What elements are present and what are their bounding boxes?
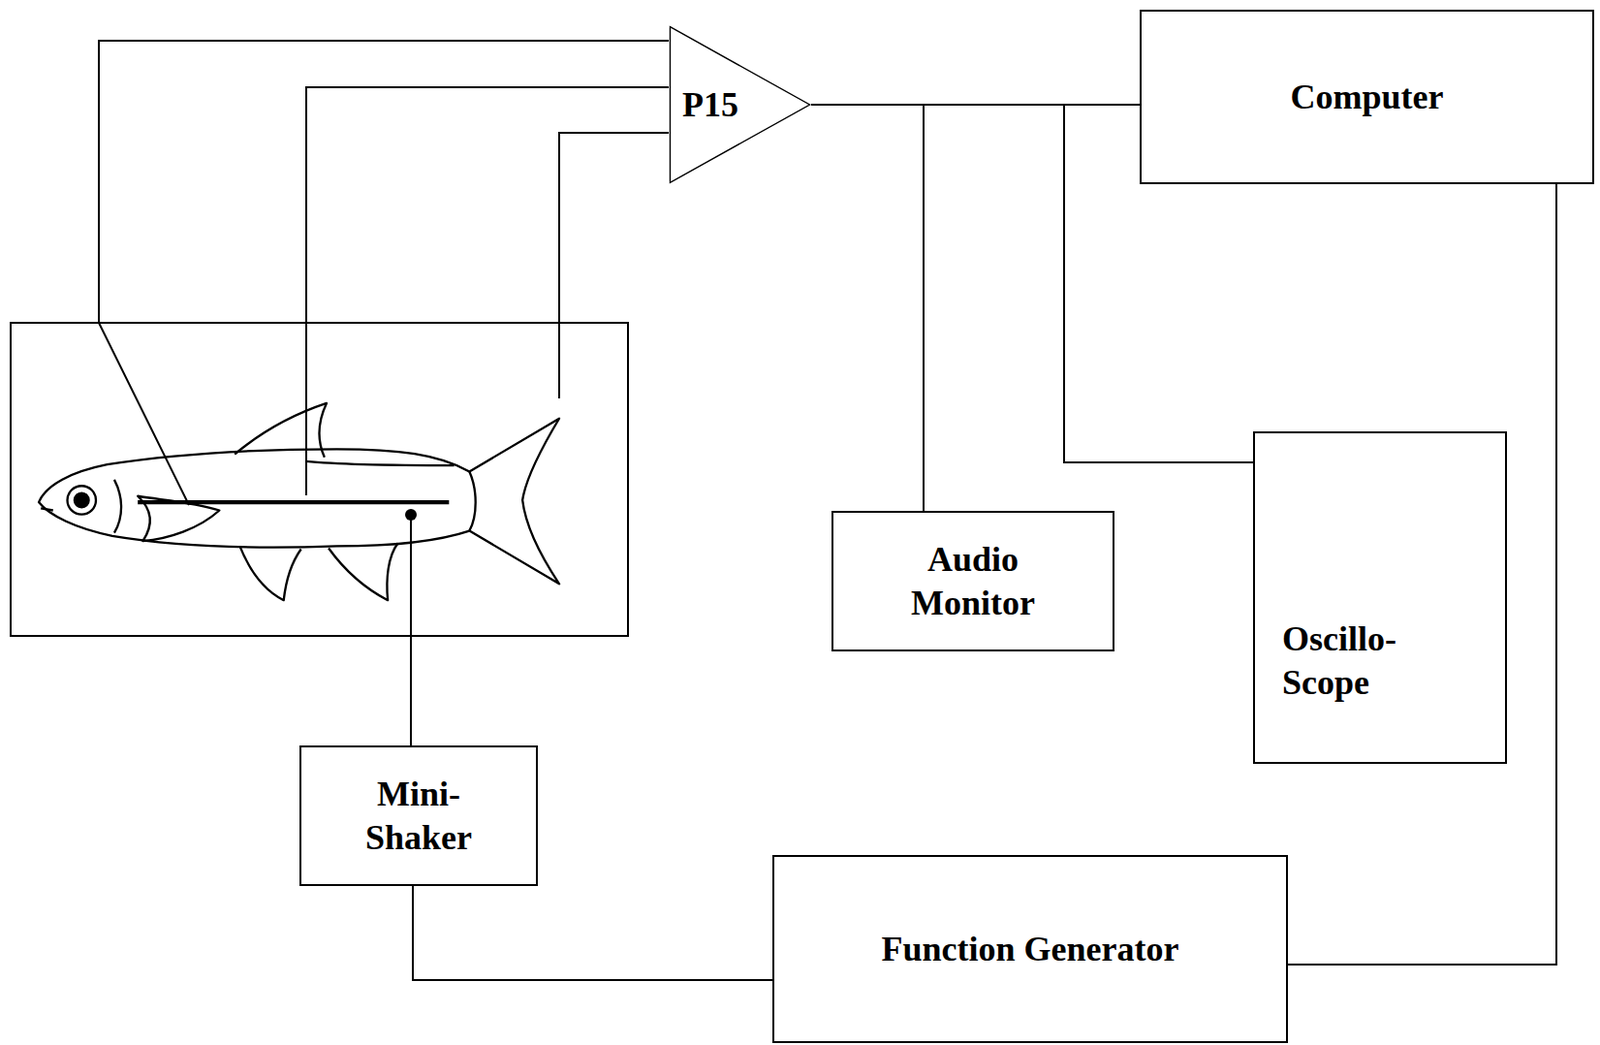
fish-mouth: [40, 507, 54, 510]
audio-monitor-box: Audio Monitor: [831, 510, 1115, 652]
gill-cover: [114, 479, 122, 534]
mini-shaker-box: Mini- Shaker: [299, 745, 538, 886]
signal-wire: [811, 104, 924, 511]
oscilloscope-box: Oscillo- Scope: [1253, 431, 1507, 764]
amplifier-triangle: P15: [668, 25, 812, 185]
fish-body: [38, 418, 560, 585]
fish-tank: [10, 322, 628, 636]
fish-pupil: [74, 493, 90, 508]
signal-wire: [412, 885, 773, 980]
triangle-outline: [669, 27, 810, 184]
node-label: Oscillo- Scope: [1282, 617, 1438, 705]
computer-box: Computer: [1139, 9, 1595, 185]
electrode-wire: [306, 87, 669, 496]
node-label: Mini- Shaker: [345, 772, 492, 860]
node-label: Function Generator: [881, 927, 1180, 972]
fish-eye: [66, 485, 95, 514]
node-label: Audio Monitor: [876, 537, 1070, 626]
dorsal-fin: [234, 403, 327, 458]
electrode-wires: [98, 40, 669, 746]
back-line: [306, 461, 455, 466]
shaker-rod: [409, 515, 412, 746]
node-label: P15: [682, 83, 739, 127]
fish-drawing: [38, 403, 560, 600]
shaker-contact: [405, 508, 417, 521]
pelvic-fin: [239, 545, 301, 600]
lateral-line: [137, 500, 449, 504]
tail-base: [469, 470, 475, 531]
electrode-wire: [559, 132, 669, 399]
node-label: Computer: [1290, 75, 1444, 120]
function-generator-box: Function Generator: [772, 854, 1288, 1043]
electrode-wire: [98, 40, 669, 505]
anal-fin: [328, 542, 399, 600]
